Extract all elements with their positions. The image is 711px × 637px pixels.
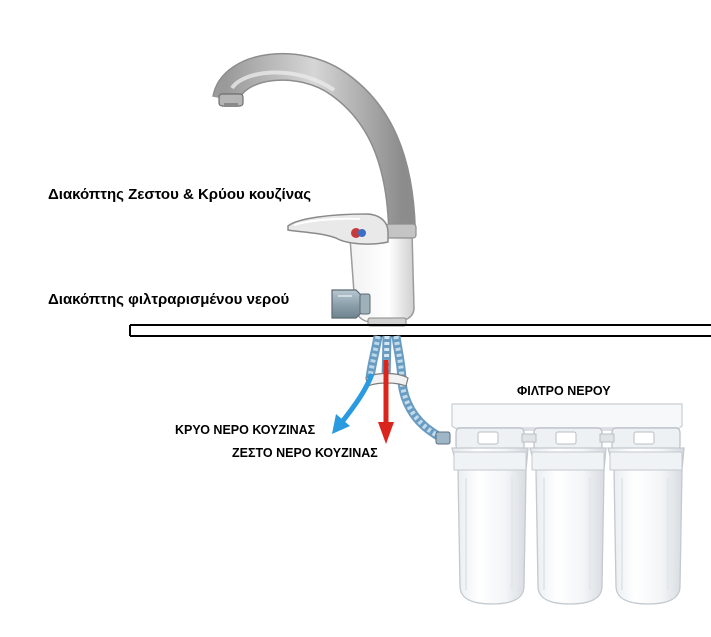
kitchen-faucet-icon xyxy=(212,52,417,327)
hot-cold-indicator-icon xyxy=(351,228,361,238)
filter-bracket xyxy=(451,403,683,431)
label-cold-water: ΚΡΥΟ ΝΕΡΟ ΚΟΥΖΙΝΑΣ xyxy=(175,423,316,437)
countertop xyxy=(129,324,711,337)
filter-housing-3 xyxy=(607,447,685,605)
label-water-filter: ΦΙΛΤΡΟ ΝΕΡΟΥ xyxy=(517,384,611,398)
hot-water-arrow-icon xyxy=(378,360,394,444)
label-filtered-water-valve: Διακόπτης φιλτραρισμένου νερού xyxy=(48,291,290,308)
label-faucet-mixer-valve: Διακόπτης Ζεστου & Κρύου κουζίνας xyxy=(48,186,312,203)
triple-water-filter-icon xyxy=(451,403,685,605)
filter-head-1 xyxy=(455,427,525,451)
braided-hoses xyxy=(365,335,451,445)
filter-housing-1 xyxy=(451,447,529,605)
filter-housing-2 xyxy=(529,447,607,605)
filter-head-3 xyxy=(611,427,681,451)
filter-valve-icon[interactable] xyxy=(331,289,371,319)
label-hot-water: ΖΕΣΤΟ ΝΕΡΟ ΚΟΥΖΙΝΑΣ xyxy=(232,446,378,460)
cold-water-arrow-icon xyxy=(332,373,375,434)
filter-head-2 xyxy=(533,427,603,451)
